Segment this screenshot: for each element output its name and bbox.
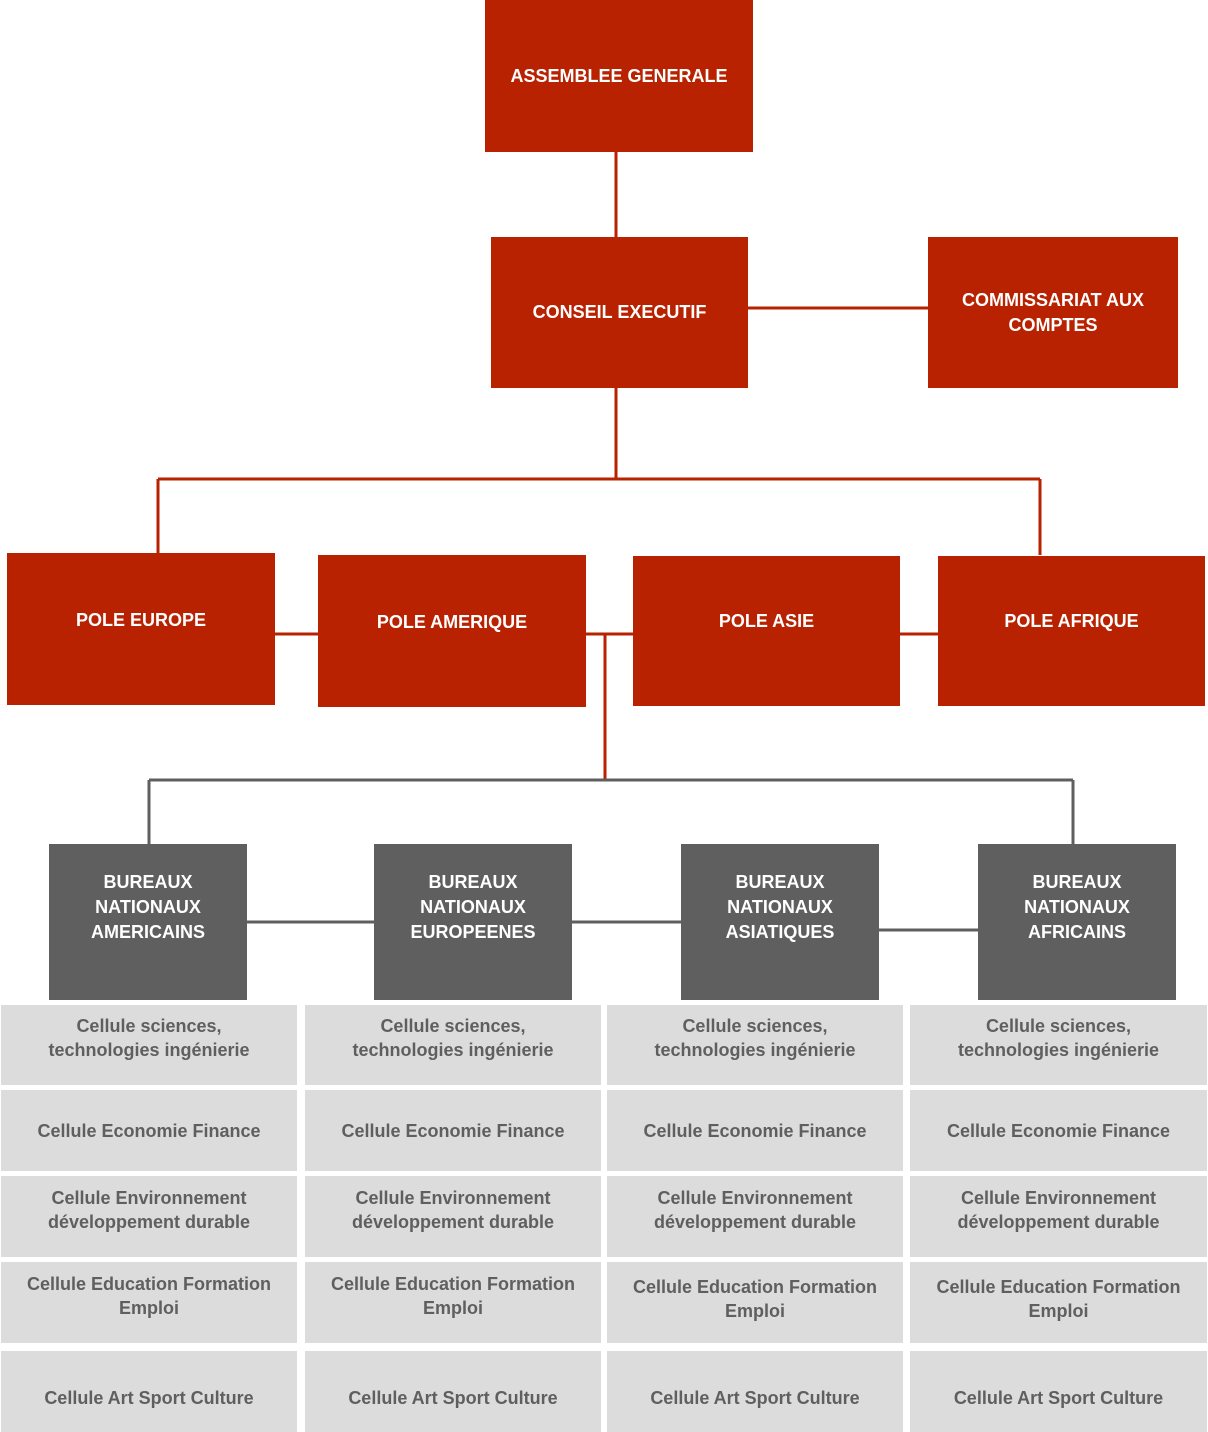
cellule-environnement: Cellule Environnement développement dura… [607,1176,903,1257]
cellule-sciences: Cellule sciences, technologies ingénieri… [607,1005,903,1085]
cellule-economie: Cellule Economie Finance [305,1090,601,1171]
cellule-art-sport: Cellule Art Sport Culture [910,1351,1207,1432]
cellule-art-sport: Cellule Art Sport Culture [607,1351,903,1432]
cellule-education: Cellule Education Formation Emploi [305,1262,601,1343]
bureaux-europeenes-box: BUREAUX NATIONAUX EUROPEENES [374,844,572,1000]
pole-europe-box: POLE EUROPE [7,553,275,705]
pole-asie-box: POLE ASIE [633,556,900,706]
cellule-art-sport: Cellule Art Sport Culture [305,1351,601,1432]
cellule-environnement: Cellule Environnement développement dura… [1,1176,297,1257]
cellule-education: Cellule Education Formation Emploi [607,1262,903,1343]
cellule-environnement: Cellule Environnement développement dura… [305,1176,601,1257]
bureaux-americains-box: BUREAUX NATIONAUX AMERICAINS [49,844,247,1000]
cellule-art-sport: Cellule Art Sport Culture [1,1351,297,1432]
assemblee-generale-box: ASSEMBLEE GENERALE [485,0,753,152]
commissariat-aux-comptes-box: COMMISSARIAT AUX COMPTES [928,237,1178,388]
cellule-sciences: Cellule sciences, technologies ingénieri… [1,1005,297,1085]
cellule-economie: Cellule Economie Finance [607,1090,903,1171]
cellule-education: Cellule Education Formation Emploi [1,1262,297,1343]
cellule-economie: Cellule Economie Finance [1,1090,297,1171]
pole-amerique-box: POLE AMERIQUE [318,555,586,707]
bureaux-africains-box: BUREAUX NATIONAUX AFRICAINS [978,844,1176,1000]
pole-afrique-box: POLE AFRIQUE [938,556,1205,706]
cellule-economie: Cellule Economie Finance [910,1090,1207,1171]
cellule-sciences: Cellule sciences, technologies ingénieri… [910,1005,1207,1085]
conseil-executif-box: CONSEIL EXECUTIF [491,237,748,388]
cellule-environnement: Cellule Environnement développement dura… [910,1176,1207,1257]
cellule-sciences: Cellule sciences, technologies ingénieri… [305,1005,601,1085]
cellule-education: Cellule Education Formation Emploi [910,1262,1207,1343]
bureaux-asiatiques-box: BUREAUX NATIONAUX ASIATIQUES [681,844,879,1000]
